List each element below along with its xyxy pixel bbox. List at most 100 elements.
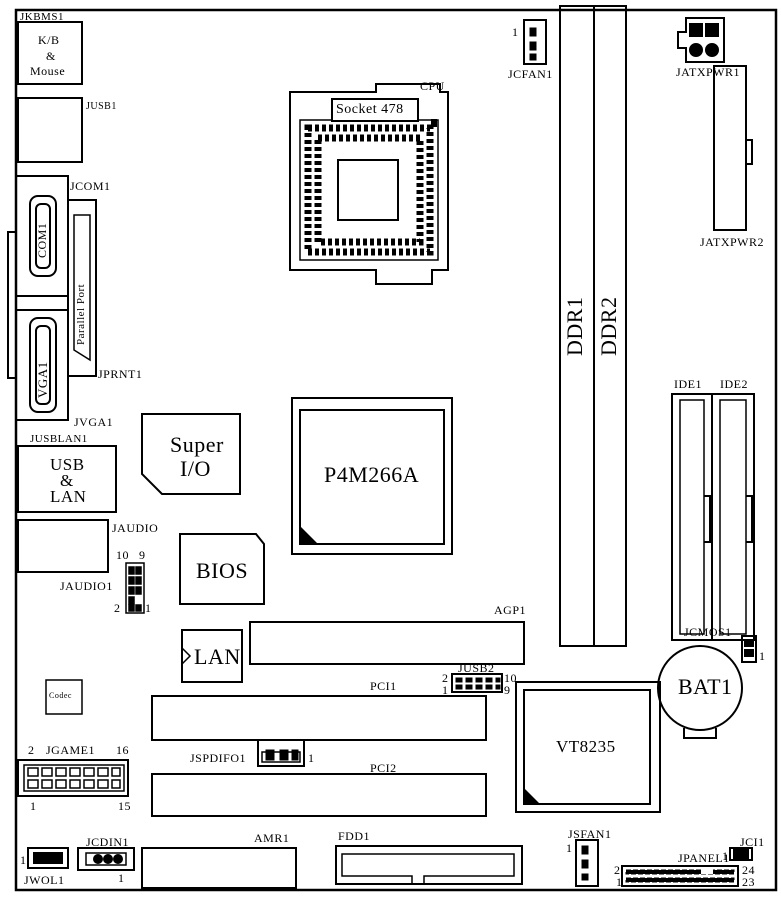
jatxpwr2-connector: [713, 65, 753, 231]
jaudio1-pin10: 10: [116, 548, 129, 562]
jaudio1-label: JAUDIO1: [60, 579, 113, 593]
amr1-label: AMR1: [254, 831, 290, 845]
vga-port: [29, 317, 57, 413]
pci2-slot: [151, 773, 487, 817]
jcmos1-header: [741, 635, 757, 663]
jatxpwr1-connector: [677, 17, 725, 63]
board-outline: [14, 8, 778, 892]
jpanel1-label: JPANEL1: [678, 851, 730, 865]
jpanel1-pin24: 24: [742, 863, 755, 877]
jatxpwr2-label: JATXPWR2: [700, 235, 765, 249]
jaudio1-header: [125, 562, 145, 614]
parallel-port-label: Parallel Port: [75, 283, 87, 345]
lan-chip: [181, 629, 243, 683]
vga-bracket: [16, 309, 69, 421]
com1-port: [29, 195, 57, 277]
jcdin1-header: [77, 847, 135, 871]
super-io-chip: [141, 413, 241, 495]
super-io-label: Super: [170, 432, 224, 457]
lan-port-label: LAN: [50, 487, 87, 506]
jvga1-label: JVGA1: [74, 415, 114, 429]
codec-chip: [45, 679, 83, 715]
jwol1-pin1: 1: [20, 853, 27, 867]
lan-chip-label: LAN: [194, 644, 241, 669]
bat1-label: BAT1: [678, 674, 733, 699]
jspdifo1-pin1: 1: [308, 751, 315, 765]
jsfan1-pin1: 1: [566, 841, 573, 855]
jpanel1-pin23: 23: [742, 875, 755, 889]
southbridge-label: VT8235: [556, 737, 616, 756]
agp1-label: AGP1: [494, 603, 527, 617]
jgame1-label: JGAME1: [46, 743, 96, 757]
jcom1-label: JCOM1: [70, 179, 111, 193]
ide1-slot: [671, 393, 713, 641]
ide2-slot: [711, 393, 755, 641]
jpanel1-header: [621, 865, 739, 887]
io-shield: [7, 231, 17, 379]
jci1-label: JCI1: [740, 835, 765, 849]
northbridge-label: P4M266A: [324, 462, 420, 487]
ddr1-label: DDR1: [562, 296, 587, 356]
jcdin1-pin1: 1: [118, 871, 125, 885]
jcfan1-pin1: 1: [512, 25, 519, 39]
amr-slot: [141, 847, 297, 889]
kb-label: K/B: [38, 33, 60, 47]
jcmos1-pin1: 1: [759, 649, 766, 663]
jgame1-header: [17, 759, 129, 797]
cpu-label: CPU: [420, 79, 445, 93]
vga1-label: VGA1: [35, 361, 50, 398]
jusblan1-label: JUSBLAN1: [30, 433, 88, 445]
jusb2-pin2: 2: [442, 671, 449, 685]
jgame1-pin15: 15: [118, 799, 131, 813]
kb-mouse-port: [17, 21, 83, 85]
mouse-label: Mouse: [30, 64, 66, 78]
pci1-slot: [151, 695, 487, 741]
ide1-label: IDE1: [674, 377, 702, 391]
jusb2-pin9: 9: [504, 683, 511, 697]
ddr2-slot: [593, 5, 627, 647]
jcfan1-label: JCFAN1: [508, 67, 553, 81]
jpanel1-pin2: 2: [614, 863, 621, 877]
jaudio1-pin9: 9: [139, 548, 146, 562]
jusb2-header: [451, 673, 503, 693]
jwol1-header: [27, 847, 69, 869]
jaudio1-pin1: 1: [145, 601, 152, 615]
codec-label: Codec: [49, 691, 72, 700]
jpanel1-pin1: 1: [616, 875, 623, 889]
jcmos1-label: JCMOS1: [684, 625, 732, 639]
kb-amp-label: &: [46, 49, 56, 63]
jcdin1-label: JCDIN1: [86, 835, 130, 849]
jspdifo1-label: JSPDIFO1: [190, 751, 247, 765]
bios-chip: [179, 533, 265, 605]
agp-slot: [249, 621, 525, 665]
usb-amp-label: &: [60, 471, 74, 490]
jprnt1-label: JPRNT1: [98, 367, 143, 381]
jgame1-pin2: 2: [28, 743, 35, 757]
ddr2-label: DDR2: [596, 296, 621, 356]
jcfan1-header: [523, 19, 547, 65]
jaudio1-pin2: 2: [114, 601, 121, 615]
jspdifo1-header: [257, 739, 305, 767]
jusb1-label: JUSB1: [86, 101, 117, 112]
usb-lan-port: [17, 445, 117, 513]
jusb2-pin10: 10: [504, 671, 517, 685]
jwol1-label: JWOL1: [24, 873, 65, 887]
jkbms1-label: JKBMS1: [20, 11, 64, 23]
pci2-label: PCI2: [370, 761, 397, 775]
jci1-header: [729, 847, 753, 861]
jgame1-pin16: 16: [116, 743, 129, 757]
southbridge-chip: [515, 681, 661, 813]
jgame1-pin1: 1: [30, 799, 37, 813]
parallel-port: [67, 199, 97, 377]
super-io-label-2: I/O: [180, 456, 211, 481]
jci1-pin1: 1: [722, 849, 729, 863]
jusb1-port: [17, 97, 83, 163]
socket-label: Socket 478: [336, 102, 404, 117]
northbridge-chip: [291, 397, 453, 555]
fdd1-label: FDD1: [338, 829, 371, 843]
jaudio-label: JAUDIO: [112, 521, 159, 535]
jusb2-pin1: 1: [442, 683, 449, 697]
jsfan1-label: JSFAN1: [568, 827, 612, 841]
jusb2-label: JUSB2: [458, 661, 495, 675]
